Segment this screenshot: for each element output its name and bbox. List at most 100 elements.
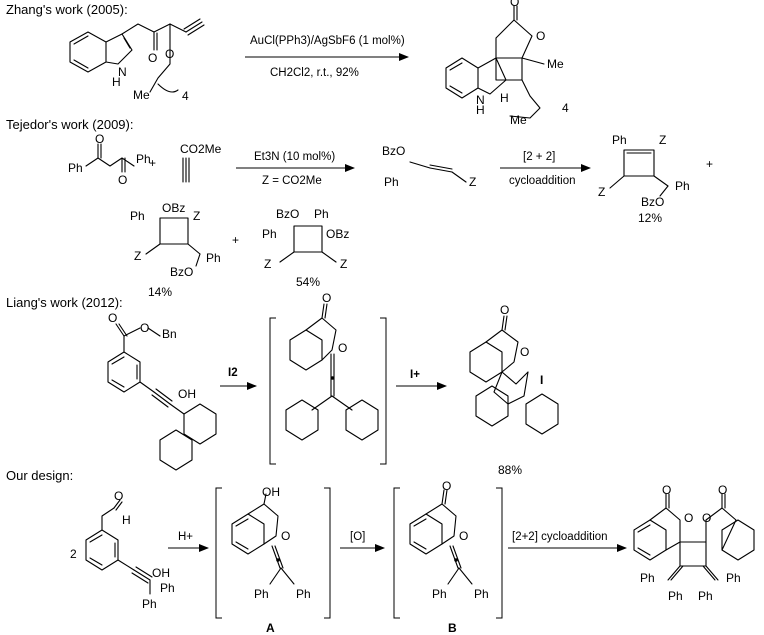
tejedor-product2-bzo: BzO <box>170 265 193 279</box>
design-bracket-a-right <box>324 487 331 619</box>
tejedor-benzil-ph2: Ph <box>136 152 151 166</box>
design-intermediate-b-ring-o: O <box>459 529 468 543</box>
section-title-tejedor: Tejedor's work (2009): <box>6 117 133 132</box>
design-product <box>633 493 755 581</box>
design-intermediate-b-carbonyl-o: O <box>442 479 451 493</box>
zhang-product <box>445 5 545 119</box>
tejedor-reagent1-top: Et3N (10 mol%) <box>254 151 335 163</box>
design-product-o4: O <box>718 483 727 497</box>
liang-bracket-left <box>269 317 276 465</box>
tejedor-yield2: 14% <box>148 285 172 299</box>
design-bracket-b-right <box>496 487 503 619</box>
tejedor-co2me-label: CO2Me <box>180 142 222 156</box>
design-aldehyde-o: O <box>114 489 123 503</box>
design-product-ph4: Ph <box>726 571 741 585</box>
tejedor-plus-1: + <box>149 156 156 170</box>
liang-starting-material <box>107 323 217 471</box>
design-product-o2: O <box>684 511 693 525</box>
liang-carbonyl-o: O <box>108 311 117 325</box>
liang-intermediate-carbonyl-o: O <box>322 291 331 305</box>
design-intermediate-b-ph2: Ph <box>474 587 489 601</box>
design-intermediate-a <box>231 493 295 585</box>
tejedor-product2-z-top: Z <box>193 209 200 223</box>
section-title-zhang: Zhang's work (2005): <box>6 2 128 17</box>
liang-bn: Bn <box>162 327 177 341</box>
design-product-o3: O <box>702 511 711 525</box>
tejedor-reagent2-top: [2 + 2] <box>523 151 555 163</box>
tejedor-product-3 <box>279 225 337 263</box>
tejedor-product3-z-left: Z <box>264 257 271 271</box>
design-intermediate-a-oh: OH <box>262 485 280 499</box>
zhang-product-me-chain: Me <box>510 113 527 127</box>
tejedor-product2-z-left: Z <box>134 249 141 263</box>
zhang-sub4-label: 4 <box>182 89 189 103</box>
tejedor-benzil-o1: O <box>95 132 104 146</box>
zhang-bracket <box>157 83 179 93</box>
tejedor-product-1 <box>609 149 669 197</box>
tejedor-product3-z-right: Z <box>340 257 347 271</box>
zhang-product-ring-o: O <box>536 29 545 43</box>
tejedor-allene-ph: Ph <box>384 175 399 189</box>
tejedor-yield3: 54% <box>296 275 320 289</box>
section-title-liang: Liang's work (2012): <box>6 295 123 310</box>
liang-product-ring-o: O <box>520 345 529 359</box>
liang-product <box>469 315 559 435</box>
tejedor-product3-ph-top: Ph <box>314 207 329 221</box>
liang-reagent1: I2 <box>228 367 238 379</box>
tejedor-allene-z: Z <box>469 175 476 189</box>
tejedor-product1-ph-right: Ph <box>675 179 690 193</box>
tejedor-allene <box>409 161 467 183</box>
design-bracket-b-left <box>393 487 400 619</box>
design-product-ph2: Ph <box>668 589 683 603</box>
tejedor-yield1: 12% <box>638 211 662 225</box>
intermediate-b-label: B <box>448 621 457 635</box>
design-starting-material <box>85 499 153 595</box>
design-product-ph3: Ph <box>698 589 713 603</box>
tejedor-product1-z-top: Z <box>659 133 666 147</box>
zhang-nh-label: N <box>118 65 127 79</box>
design-ph-right: Ph <box>160 581 175 595</box>
design-bracket-a-left <box>215 487 222 619</box>
zhang-product-n: N <box>476 93 485 107</box>
tejedor-product2-ph: Ph <box>130 209 145 223</box>
design-intermediate-a-o: O <box>281 529 290 543</box>
zhang-product-nh: H <box>476 103 485 117</box>
tejedor-allene-bzo: BzO <box>382 144 405 158</box>
design-ph-bottom: Ph <box>142 597 157 611</box>
zhang-reagent-bottom: CH2Cl2, r.t., 92% <box>270 67 359 79</box>
intermediate-a-label: A <box>266 621 275 635</box>
tejedor-product3-ph-left: Ph <box>262 227 277 241</box>
zhang-product-sub4: 4 <box>562 101 569 115</box>
tejedor-product1-bzo: BzO <box>641 195 664 209</box>
tejedor-product2-obz: OBz <box>162 201 185 215</box>
design-oh: OH <box>152 566 170 580</box>
tejedor-plus-2: + <box>706 157 713 171</box>
design-intermediate-b <box>409 489 473 585</box>
design-product-ph1: Ph <box>640 571 655 585</box>
tejedor-plus-3: + <box>232 233 239 247</box>
tejedor-benzil-o2: O <box>118 173 127 187</box>
zhang-starting-material <box>69 18 205 93</box>
tejedor-propiolate <box>182 157 190 183</box>
tejedor-benzil-ph1: Ph <box>68 161 83 175</box>
design-reagent2: [O] <box>350 531 365 543</box>
zhang-h-label: H <box>112 75 121 89</box>
liang-yield: 88% <box>498 463 522 477</box>
liang-product-carbonyl-o: O <box>500 303 509 317</box>
design-intermediate-b-ph1: Ph <box>432 587 447 601</box>
design-product-o1: O <box>662 483 671 497</box>
tejedor-product1-z-left: Z <box>598 185 605 199</box>
tejedor-product-2 <box>145 217 201 267</box>
zhang-product-me: Me <box>547 57 564 71</box>
liang-product-i: I <box>540 373 543 387</box>
tejedor-product1-ph-top: Ph <box>612 133 627 147</box>
liang-intermediate <box>285 303 379 441</box>
liang-intermediate-ring-o: O <box>338 341 347 355</box>
design-coefficient: 2 <box>70 547 77 561</box>
design-aldehyde-h: H <box>122 513 131 527</box>
tejedor-benzil <box>85 143 135 173</box>
liang-bracket-right <box>380 317 387 465</box>
liang-ester-o: O <box>140 321 149 335</box>
zhang-product-carbonyl-o: O <box>510 0 519 9</box>
zhang-reagent-top: AuCl(PPh3)/AgSbF6 (1 mol%) <box>250 35 405 47</box>
